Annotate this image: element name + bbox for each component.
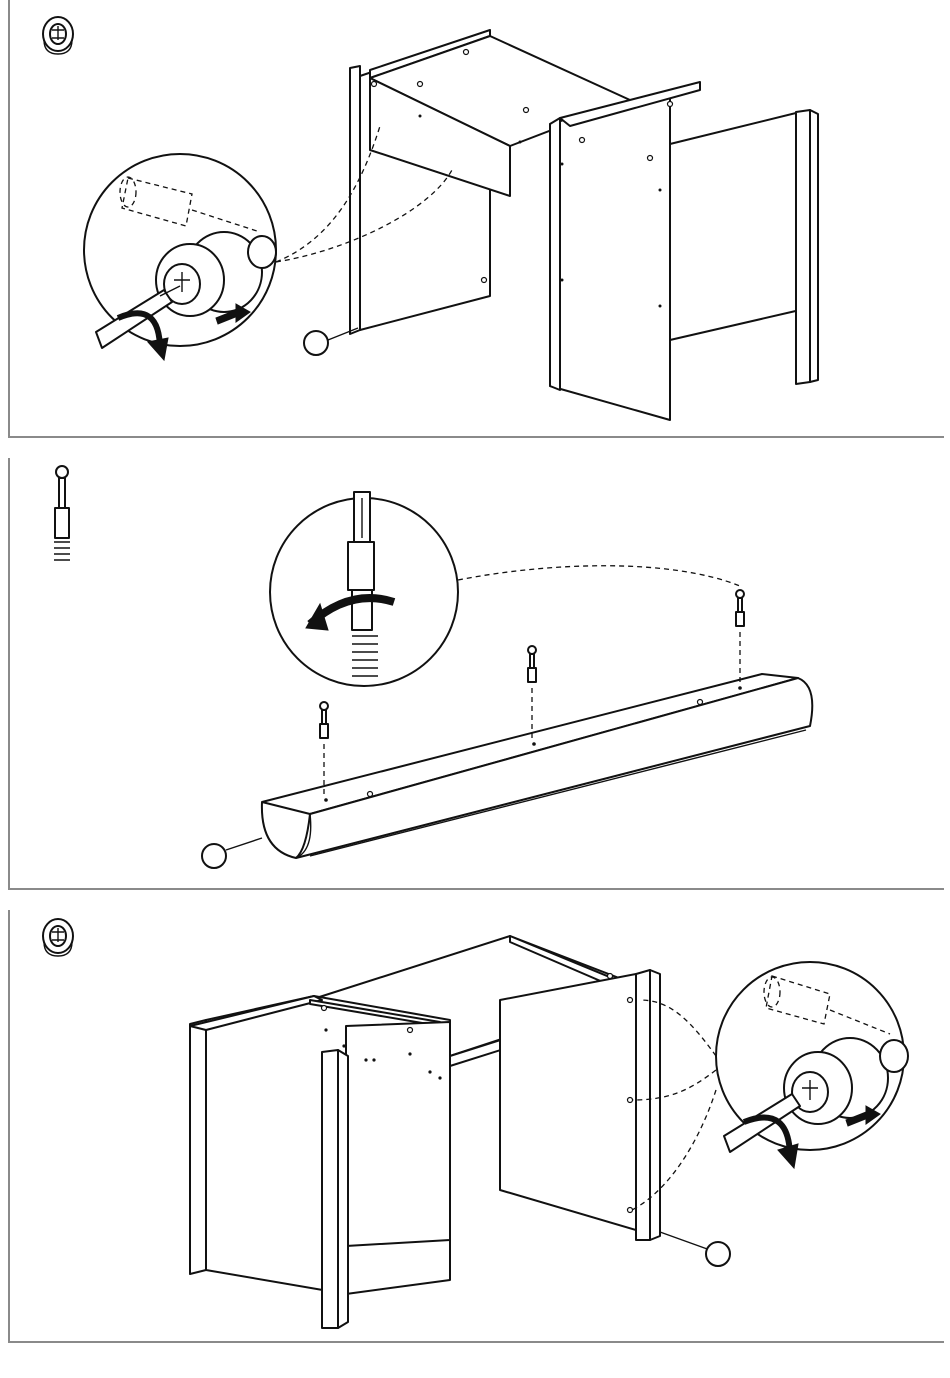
cam-lock-icon (43, 919, 73, 956)
beam-part (262, 674, 812, 858)
bolt-detail-magnifier (270, 492, 740, 686)
cam-lock-detail-magnifier (632, 962, 908, 1210)
part-callout (660, 1232, 730, 1266)
step-panel-1 (8, 0, 944, 438)
part-callout (202, 838, 262, 868)
step-panel-2 (8, 458, 944, 890)
cam-lock-icon (43, 17, 73, 54)
furniture-frame (350, 30, 818, 420)
bolt-3 (736, 590, 744, 626)
furniture-frame (190, 936, 660, 1328)
cam-bolt-icon (54, 466, 70, 560)
bolt-1 (320, 702, 328, 738)
step-panel-3 (8, 910, 944, 1343)
bolt-2 (528, 646, 536, 682)
